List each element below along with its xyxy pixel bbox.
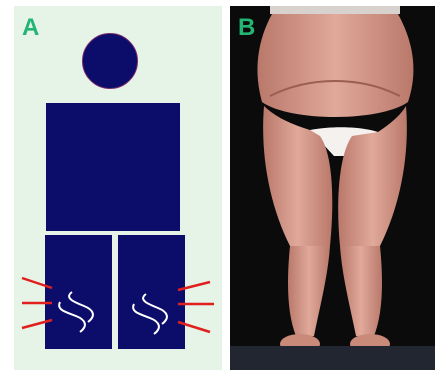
- leg-annotations: [14, 6, 222, 370]
- swelling-line: [22, 278, 52, 288]
- wave-icon: [133, 304, 159, 334]
- wave-icon: [59, 302, 85, 332]
- panel-a-schematic: A: [14, 6, 222, 370]
- patient-photo: [230, 6, 435, 370]
- panel-b-label: B: [238, 16, 255, 40]
- panel-b-photo: B: [230, 6, 435, 370]
- swelling-line: [178, 322, 210, 332]
- swelling-line: [178, 282, 210, 290]
- swelling-line: [22, 320, 52, 328]
